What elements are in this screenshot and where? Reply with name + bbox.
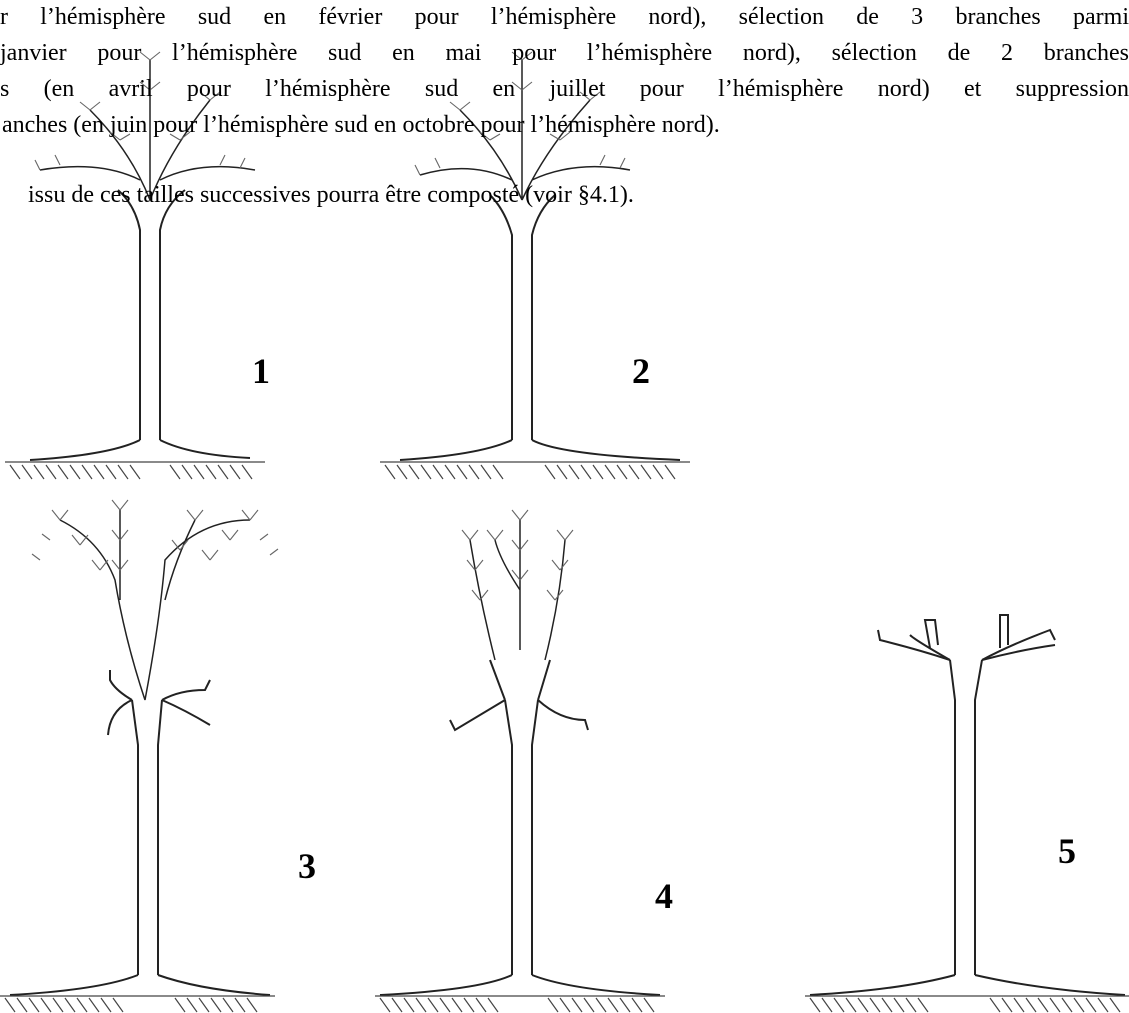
- figure-label-3: 3: [298, 845, 316, 887]
- figure-label-1: 1: [252, 350, 270, 392]
- figure-label-4: 4: [655, 875, 673, 917]
- text-line-4: anches (en juin pour l’hémisphère sud en…: [2, 108, 720, 142]
- text-line-2: janvier pour l’hémisphère sud en mai pou…: [0, 36, 1129, 70]
- text-line-3: s (en avril pour l’hémisphère sud en jui…: [0, 72, 1129, 106]
- figure-label-5: 5: [1058, 830, 1076, 872]
- tree-5: [805, 615, 1129, 1012]
- text-line-5: issu de ces tailles successives pourra ê…: [28, 178, 634, 212]
- tree-4: [375, 510, 665, 1012]
- figure-label-2: 2: [632, 350, 650, 392]
- tree-3: [0, 500, 278, 1012]
- text-line-1: r l’hémisphère sud en février pour l’hém…: [0, 0, 1129, 34]
